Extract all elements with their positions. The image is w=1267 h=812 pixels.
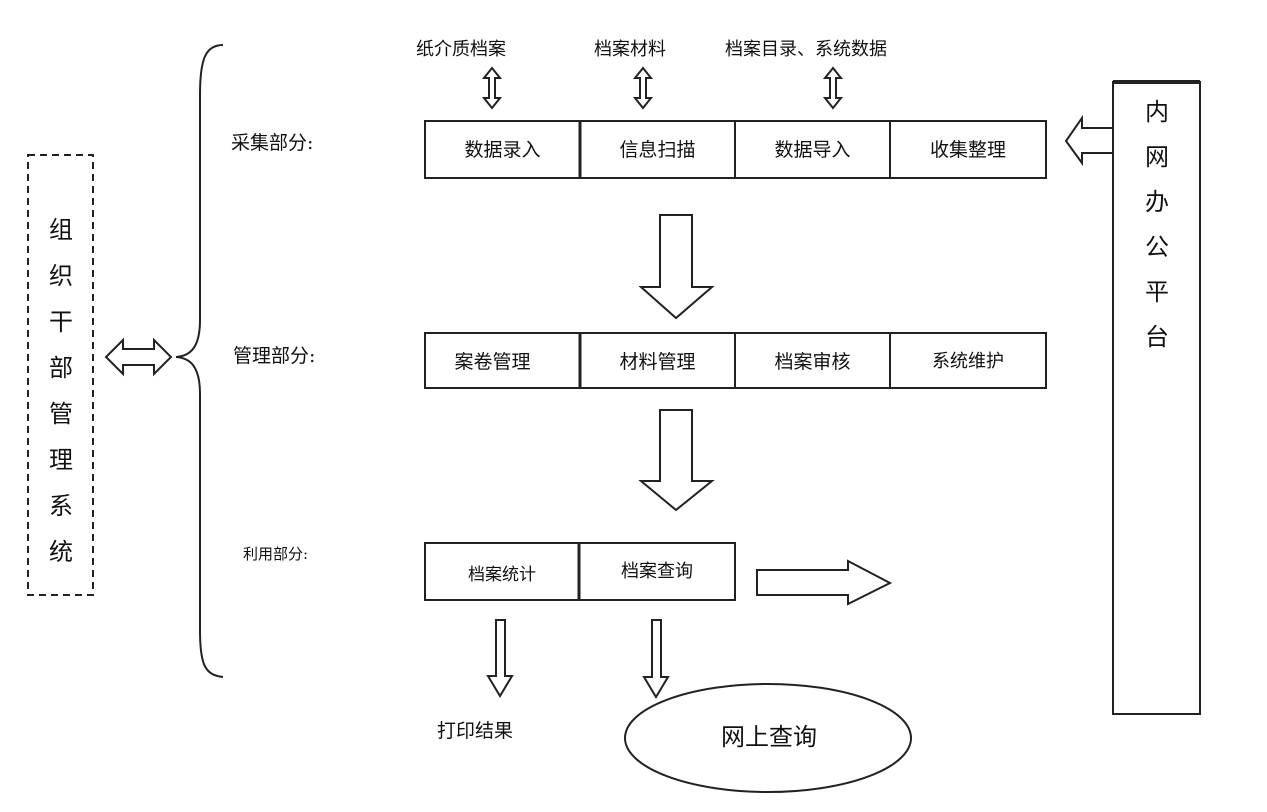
cell-archive-query: 档案查询 bbox=[621, 561, 693, 582]
left-system-char: 干 bbox=[49, 308, 73, 336]
platform-char: 台 bbox=[1145, 323, 1169, 351]
platform-char: 内 bbox=[1145, 98, 1169, 126]
platform-char: 公 bbox=[1145, 233, 1169, 261]
collect-row bbox=[424, 120, 1047, 179]
cell-system-maintenance: 系统维护 bbox=[932, 351, 1004, 372]
cell-data-import: 数据导入 bbox=[774, 139, 851, 161]
updown-arrow-1 bbox=[481, 66, 503, 110]
left-system-char: 织 bbox=[49, 262, 73, 290]
left-system-char: 组 bbox=[49, 216, 73, 244]
left-system-char: 部 bbox=[49, 354, 73, 382]
right-arrow-to-platform bbox=[756, 559, 893, 606]
output-print-result: 打印结果 bbox=[437, 720, 514, 742]
platform-char: 平 bbox=[1145, 278, 1169, 306]
section-label-use: 利用部分: bbox=[243, 545, 309, 563]
section-label-manage: 管理部分: bbox=[233, 345, 316, 367]
down-arrow-manage-to-use bbox=[638, 409, 715, 512]
left-system-char: 管 bbox=[49, 400, 73, 428]
updown-arrow-3 bbox=[822, 66, 844, 110]
bidirectional-arrow bbox=[104, 337, 173, 377]
down-arrow-collect-to-manage bbox=[638, 214, 715, 320]
down-arrow-to-online bbox=[642, 619, 670, 699]
platform-title: 内 网 办 公 平 台 bbox=[1137, 92, 1177, 362]
curly-brace bbox=[175, 44, 224, 678]
left-system-title: 组 织 干 部 管 理 系 统 bbox=[36, 210, 86, 578]
cell-archive-review: 档案审核 bbox=[774, 351, 851, 373]
updown-arrow-2 bbox=[632, 66, 654, 110]
cell-collect-organize: 收集整理 bbox=[929, 139, 1006, 161]
cell-archive-statistics: 档案统计 bbox=[468, 565, 536, 585]
manage-row bbox=[424, 332, 1047, 389]
left-system-char: 统 bbox=[49, 538, 73, 566]
left-system-char: 系 bbox=[49, 492, 73, 520]
section-label-collect: 采集部分: bbox=[231, 132, 314, 154]
source-catalog-system-data: 档案目录、系统数据 bbox=[725, 39, 887, 60]
down-arrow-to-print bbox=[486, 619, 514, 698]
left-arrow-from-platform bbox=[1064, 114, 1113, 167]
cell-file-management: 案卷管理 bbox=[454, 351, 531, 373]
cell-material-management: 材料管理 bbox=[619, 351, 696, 373]
left-system-char: 理 bbox=[49, 446, 73, 474]
source-paper-archive: 纸介质档案 bbox=[416, 39, 506, 60]
output-online-query: 网上查询 bbox=[721, 723, 817, 751]
platform-char: 网 bbox=[1145, 143, 1169, 171]
online-query-ellipse bbox=[624, 683, 912, 793]
platform-char: 办 bbox=[1145, 188, 1169, 216]
source-archive-material: 档案材料 bbox=[594, 39, 666, 60]
cell-data-entry: 数据录入 bbox=[464, 139, 541, 161]
use-row bbox=[424, 542, 736, 601]
cell-info-scan: 信息扫描 bbox=[619, 139, 696, 161]
